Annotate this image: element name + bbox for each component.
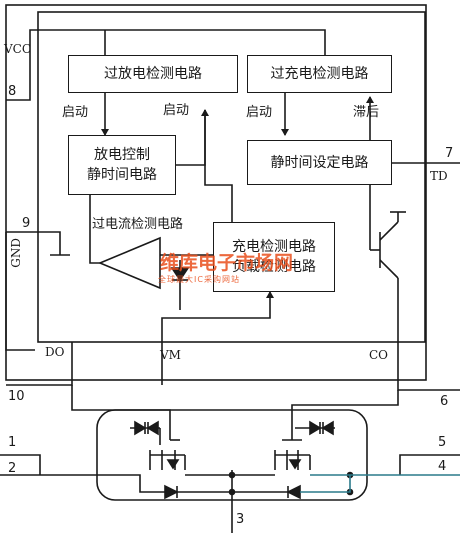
pin2-line	[0, 474, 150, 493]
pin-vm-name: VM	[160, 348, 181, 362]
co-line	[291, 390, 399, 440]
watermark-sub: 全球最大IC采购网站	[158, 275, 240, 284]
charge-load-detect-block: 充电检测电路 负载检测电路	[213, 222, 335, 292]
pin-9: 9	[22, 216, 31, 231]
pin-co-name: CO	[369, 348, 389, 362]
pin-vcc-name: VCC	[4, 42, 32, 56]
pin-do-name: DO	[45, 345, 65, 359]
discharge-control-line2: 静时间电路	[87, 167, 157, 183]
static-time-setting-label: 静时间设定电路	[270, 154, 369, 171]
pin5-line	[399, 454, 460, 475]
pin-7: 7	[445, 146, 454, 161]
pin-5: 5	[438, 435, 447, 450]
pin-8: 8	[8, 84, 17, 99]
pin-gnd-name: GND	[9, 238, 23, 268]
pin-td-name: TD	[430, 169, 448, 183]
discharge-control-line1: 放电控制	[94, 147, 150, 163]
pin-4: 4	[438, 459, 447, 474]
delay-label: 滞后	[353, 105, 380, 120]
pin-6: 6	[440, 394, 449, 409]
start-label-left: 启动	[62, 105, 89, 120]
ic-outer-frame	[5, 4, 427, 381]
pin-2: 2	[8, 461, 17, 476]
static-time-setting-block: 静时间设定电路	[247, 140, 392, 185]
overcurrent-label: 过电流检测电路	[92, 217, 184, 232]
overdischarge-detect-label: 过放电检测电路	[104, 66, 202, 82]
start-label-right: 启动	[246, 105, 273, 120]
pin1-line	[0, 454, 41, 475]
overcharge-detect-block: 过充电检测电路	[247, 55, 392, 93]
overcharge-detect-label: 过充电检测电路	[270, 66, 369, 82]
watermark-brand: 维库电子市场网	[160, 252, 294, 274]
arrow-start-mid	[175, 109, 209, 166]
start-label-mid: 启动	[163, 103, 190, 118]
comparator-symbol	[97, 236, 161, 290]
charge-detect-label: 充电检测电路	[232, 239, 316, 255]
overdischarge-detect-block: 过放电检测电路	[68, 55, 238, 93]
ic-inner-frame	[37, 11, 426, 343]
load-detect-label: 负载检测电路	[232, 259, 316, 275]
pin-3: 3	[236, 512, 245, 527]
pin-10: 10	[8, 389, 25, 404]
pin-1: 1	[8, 435, 17, 450]
vcc-line	[6, 29, 326, 101]
discharge-control-block: 放电控制 静时间电路	[68, 135, 176, 195]
gnd-line	[6, 231, 61, 255]
